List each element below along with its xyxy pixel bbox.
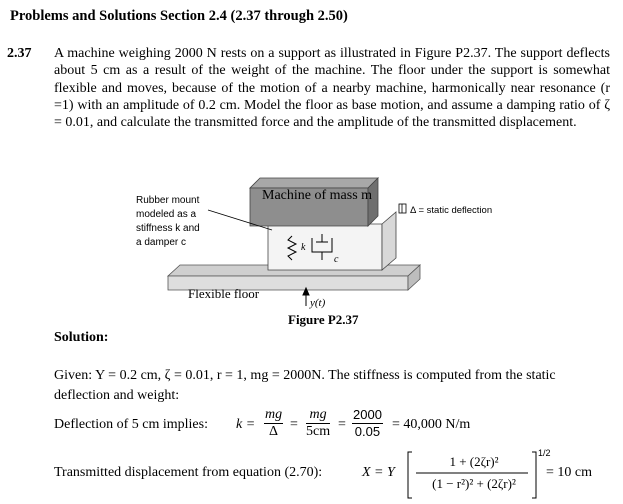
- floor-label: Flexible floor: [188, 286, 260, 301]
- problem-number: 2.37: [7, 46, 32, 61]
- rubber-mount-leader: [207, 209, 273, 231]
- fraction-numerator: mg: [264, 407, 284, 424]
- given-text: Given: Y = 0.2 cm, ζ = 0.01, r = 1, mg =…: [54, 368, 556, 403]
- spring-label: k: [301, 242, 306, 253]
- rubber-mount-block: [267, 211, 397, 271]
- base-motion-label: y(t): [309, 297, 326, 309]
- rubber-mount-line-2: modeled as a: [136, 209, 196, 220]
- transmitted-result: = 10 cm: [546, 465, 592, 480]
- transmitted-displacement-line: Transmitted displacement from equation (…: [54, 448, 614, 504]
- k-lhs: k =: [236, 417, 256, 432]
- bracket-symbol: [407, 451, 537, 499]
- fraction-denominator: 5cm: [306, 424, 331, 439]
- solution-label: Solution:: [54, 330, 109, 345]
- exponent: 1/2: [538, 448, 551, 458]
- transmissibility-denominator: (1 − r²)² + (2ζr)²: [432, 476, 516, 491]
- equals-sign: =: [338, 417, 346, 432]
- transmitted-prefix: Transmitted displacement from equation (…: [54, 465, 323, 480]
- fraction-mg-over-delta: mg Δ: [264, 407, 284, 440]
- machine-block: [249, 177, 379, 227]
- machine-label: Machine of mass m: [262, 188, 372, 203]
- problem-statement: A machine weighing 2000 N rests on a sup…: [54, 46, 610, 131]
- transmissibility-numerator: 1 + (2ζr)²: [449, 454, 499, 469]
- damper-label: c: [334, 254, 339, 265]
- x-lhs: X = Y: [362, 465, 395, 480]
- section-title: Problems and Solutions Section 2.4 (2.37…: [10, 8, 348, 24]
- deflection-prefix: Deflection of 5 cm implies:: [54, 417, 208, 432]
- rubber-mount-line-4: a damper c: [136, 237, 186, 248]
- base-motion-arrow: [302, 286, 310, 306]
- static-deflection-marker: [398, 203, 407, 214]
- fraction-mg-over-5cm: mg 5cm: [306, 407, 331, 440]
- spring-symbol: [286, 235, 298, 261]
- rubber-mount-line-3: stiffness k and: [136, 223, 200, 234]
- damper-symbol: [311, 234, 333, 260]
- fraction-numerator: 2000: [352, 407, 383, 424]
- figure-p2-37: Machine of mass m Rubber mount modeled a…: [136, 177, 492, 327]
- figure-caption: Figure P2.37: [288, 312, 359, 327]
- static-deflection-label: Δ = static deflection: [410, 205, 492, 216]
- equals-sign: =: [290, 417, 298, 432]
- fraction-numerator: mg: [306, 407, 331, 424]
- fraction-2000-over-0-05: 2000 0.05: [352, 407, 383, 440]
- stiffness-equation-line: Deflection of 5 cm implies: k = mg Δ = m…: [54, 405, 614, 445]
- fraction-denominator: Δ: [269, 424, 279, 439]
- stiffness-result: = 40,000 N/m: [392, 417, 471, 432]
- rubber-mount-line-1: Rubber mount: [136, 195, 200, 206]
- fraction-denominator: 0.05: [354, 424, 381, 439]
